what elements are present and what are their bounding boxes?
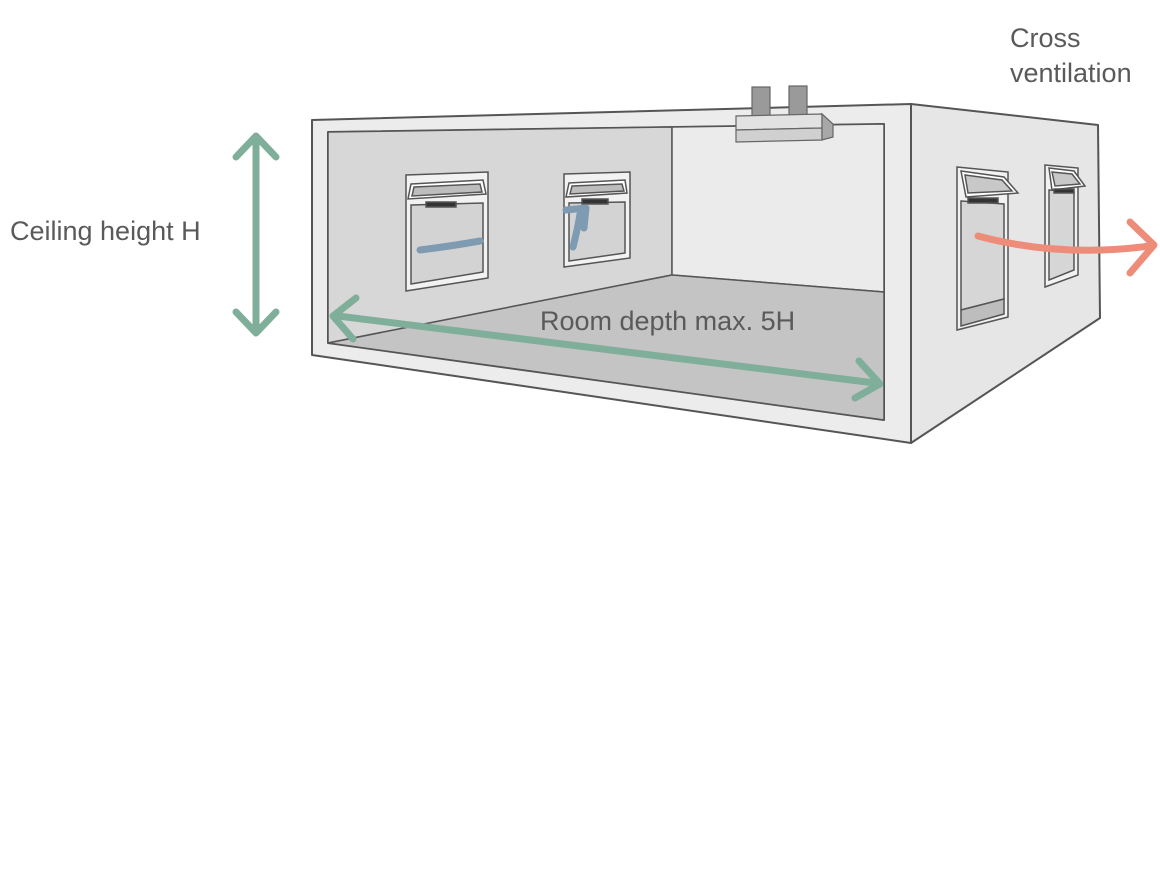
ceiling-height-label: Ceiling height H xyxy=(10,216,201,246)
tilt-window-icon xyxy=(956,166,1020,331)
tilt-window-icon xyxy=(1044,164,1087,289)
tilt-window-icon xyxy=(405,171,489,292)
cross-ventilation-arrow xyxy=(974,218,1158,277)
back-wall-right xyxy=(671,123,885,293)
room-depth-arrow xyxy=(329,294,884,402)
tilt-window-icon xyxy=(563,171,631,268)
room-depth-label: Room depth max. 5H xyxy=(540,306,796,336)
indoor-airflow-arrow xyxy=(562,204,590,251)
indoor-airflow-arrow xyxy=(416,237,484,254)
cross-ventilation-label-line2: ventilation xyxy=(1010,58,1132,88)
ceiling-height-arrow xyxy=(232,132,280,337)
ceiling-ventilation-unit-icon xyxy=(735,85,834,143)
cross-ventilation-label-line1: Cross xyxy=(1010,23,1081,53)
cross-ventilation-label: Cross ventilation xyxy=(1010,21,1132,91)
